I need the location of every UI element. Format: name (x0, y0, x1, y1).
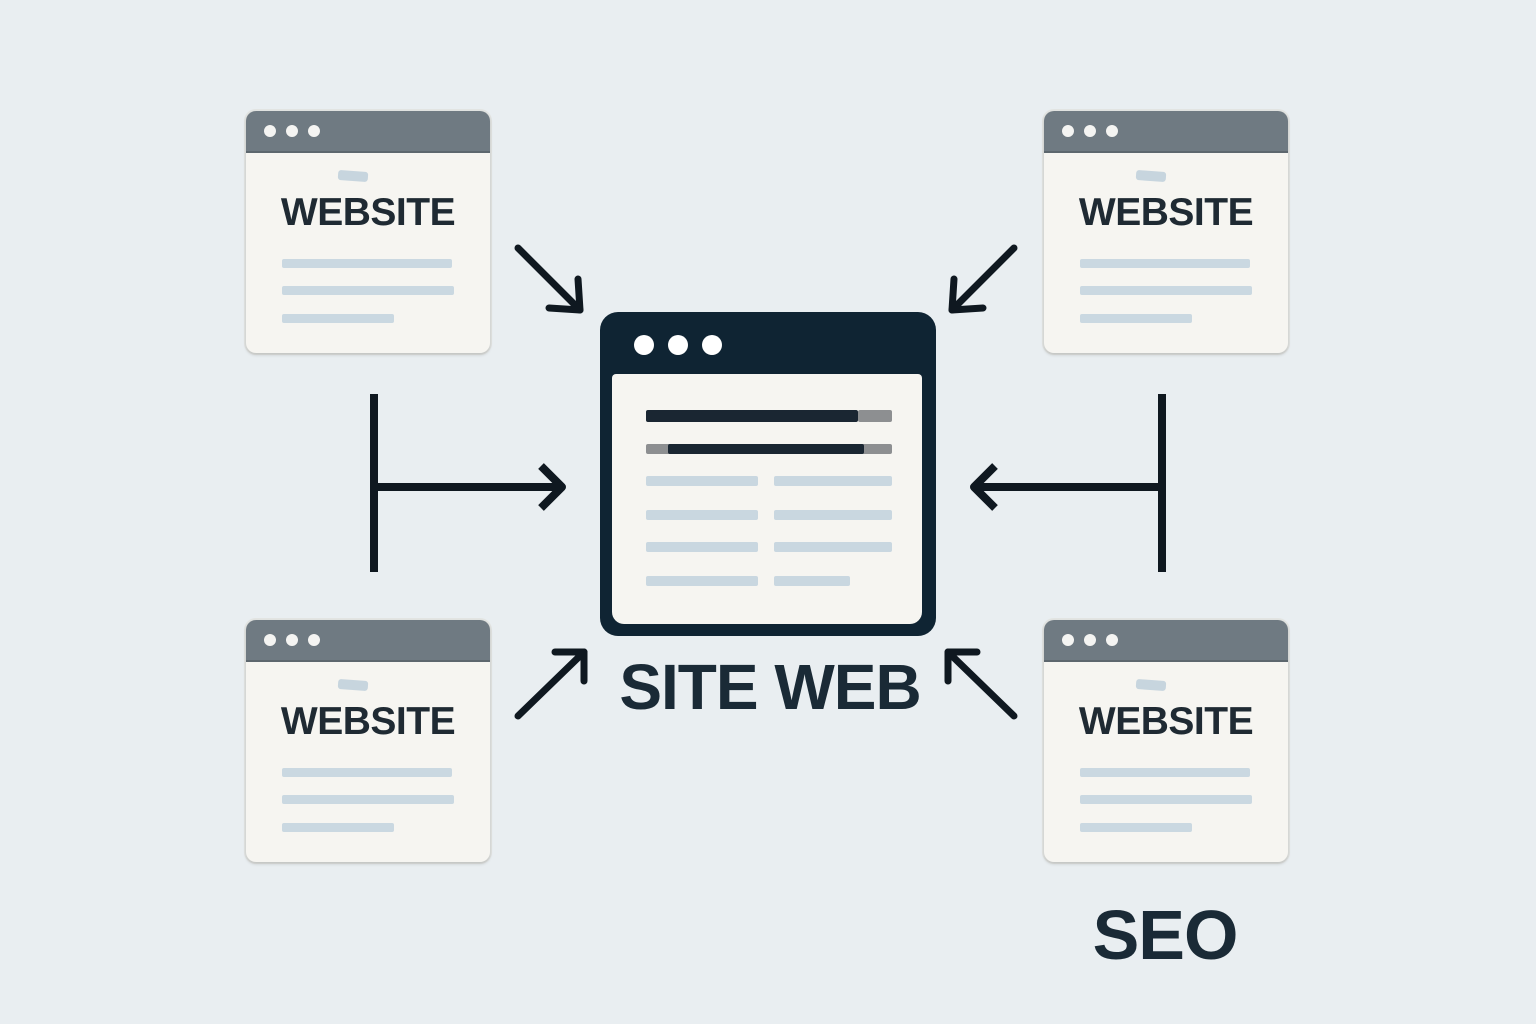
central-window-content (612, 374, 922, 624)
arrow-icon (514, 244, 584, 314)
heading-line (668, 444, 864, 454)
placeholder-line (1080, 768, 1250, 777)
placeholder-line (646, 576, 758, 586)
heading-line (646, 410, 858, 422)
website-window-top-left: WEBSITE (246, 111, 490, 353)
placeholder-line (282, 768, 452, 777)
center-label: SITE WEB (619, 651, 921, 723)
central-website-window (600, 312, 936, 636)
window-dot-icon (308, 125, 320, 137)
placeholder-line (1080, 314, 1192, 323)
placeholder-line (282, 286, 454, 295)
window-dot-icon (308, 634, 320, 646)
window-dot-icon (1106, 634, 1118, 646)
window-dot-icon (1062, 125, 1074, 137)
window-title-bar (246, 111, 490, 153)
placeholder-line (646, 510, 758, 520)
website-window-top-right: WEBSITE (1044, 111, 1288, 353)
placeholder-line (282, 259, 452, 268)
window-dot-icon (634, 335, 654, 355)
website-title: WEBSITE (280, 191, 456, 234)
website-window-bottom-right: WEBSITE (1044, 620, 1288, 862)
window-title-bar (246, 620, 490, 662)
window-dot-icon (702, 335, 722, 355)
website-title: WEBSITE (280, 700, 456, 743)
window-dot-icon (264, 634, 276, 646)
website-title: WEBSITE (1078, 700, 1254, 743)
heading-line (858, 410, 892, 422)
window-dot-icon (1084, 634, 1096, 646)
arrow-icon (514, 648, 588, 720)
window-dot-icon (668, 335, 688, 355)
window-dot-icon (1106, 125, 1118, 137)
arrow-icon (944, 648, 1018, 720)
placeholder-line (646, 476, 758, 486)
arrow-icon (948, 244, 1018, 314)
website-title: WEBSITE (1078, 191, 1254, 234)
placeholder-line (282, 823, 394, 832)
window-title-bar (1044, 111, 1288, 153)
placeholder-line (1080, 259, 1250, 268)
placeholder-line (1080, 823, 1192, 832)
placeholder-line (646, 542, 758, 552)
placeholder-line (1080, 795, 1252, 804)
window-dot-icon (264, 125, 276, 137)
window-dot-icon (286, 634, 298, 646)
seo-label: SEO (1092, 896, 1239, 974)
placeholder-line (282, 314, 394, 323)
placeholder-line (774, 476, 892, 486)
placeholder-line (282, 795, 454, 804)
right-connector-arrow (970, 394, 1166, 572)
window-dot-icon (1062, 634, 1074, 646)
window-title-bar (1044, 620, 1288, 662)
left-connector-arrow (370, 394, 566, 572)
placeholder-line (774, 542, 892, 552)
placeholder-line (1080, 286, 1252, 295)
window-dot-icon (286, 125, 298, 137)
placeholder-line (774, 576, 850, 586)
window-dot-icon (1084, 125, 1096, 137)
placeholder-line (774, 510, 892, 520)
website-window-bottom-left: WEBSITE (246, 620, 490, 862)
